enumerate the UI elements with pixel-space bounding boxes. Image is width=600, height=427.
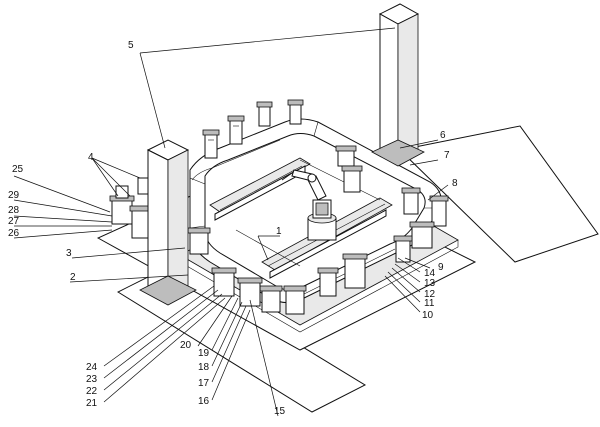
label-20: 20 bbox=[180, 340, 192, 351]
label-11: 11 bbox=[424, 298, 435, 309]
column-left bbox=[139, 139, 197, 306]
label-7: 7 bbox=[444, 150, 450, 161]
part-labels: 1 2 3 4 5 6 7 8 9 10 11 12 13 14 15 16 1… bbox=[8, 40, 458, 417]
label-4: 4 bbox=[88, 152, 94, 163]
label-15: 15 bbox=[274, 406, 286, 417]
label-3: 3 bbox=[66, 248, 72, 259]
label-12: 12 bbox=[424, 289, 436, 300]
column-right bbox=[371, 3, 425, 167]
label-17: 17 bbox=[198, 378, 210, 389]
label-27: 27 bbox=[8, 216, 20, 227]
label-22: 22 bbox=[86, 386, 98, 397]
label-25: 25 bbox=[12, 164, 24, 175]
label-8: 8 bbox=[452, 178, 458, 189]
label-1: 1 bbox=[276, 226, 282, 237]
label-26: 26 bbox=[8, 228, 20, 239]
fixture-top-4 bbox=[287, 99, 304, 125]
label-14: 14 bbox=[424, 268, 436, 279]
fixture-right-1 bbox=[335, 145, 363, 193]
label-13: 13 bbox=[424, 278, 436, 289]
fixture-stations bbox=[109, 99, 449, 315]
fixture-top-2 bbox=[227, 115, 245, 145]
label-21: 21 bbox=[86, 398, 98, 409]
leader-lines bbox=[13, 27, 449, 417]
label-2: 2 bbox=[70, 272, 76, 283]
label-28: 28 bbox=[8, 205, 20, 216]
label-29: 29 bbox=[8, 190, 20, 201]
label-24: 24 bbox=[86, 362, 98, 373]
fixture-bottom-3 bbox=[211, 267, 263, 307]
fixture-bottom-2 bbox=[259, 285, 307, 315]
label-9: 9 bbox=[438, 262, 444, 273]
label-5: 5 bbox=[128, 40, 134, 51]
label-18: 18 bbox=[198, 362, 210, 373]
label-23: 23 bbox=[86, 374, 98, 385]
label-16: 16 bbox=[198, 396, 210, 407]
center-robot bbox=[281, 169, 337, 241]
label-19: 19 bbox=[198, 348, 210, 359]
fixture-top-1 bbox=[202, 129, 220, 159]
fixture-top-3 bbox=[256, 101, 273, 127]
label-10: 10 bbox=[422, 310, 434, 321]
fixture-bottom-1 bbox=[317, 253, 368, 297]
fixture-right-2 bbox=[401, 187, 449, 227]
label-6: 6 bbox=[440, 130, 446, 141]
fixture-left-2 bbox=[187, 227, 211, 255]
fixture-right-3 bbox=[393, 221, 435, 263]
